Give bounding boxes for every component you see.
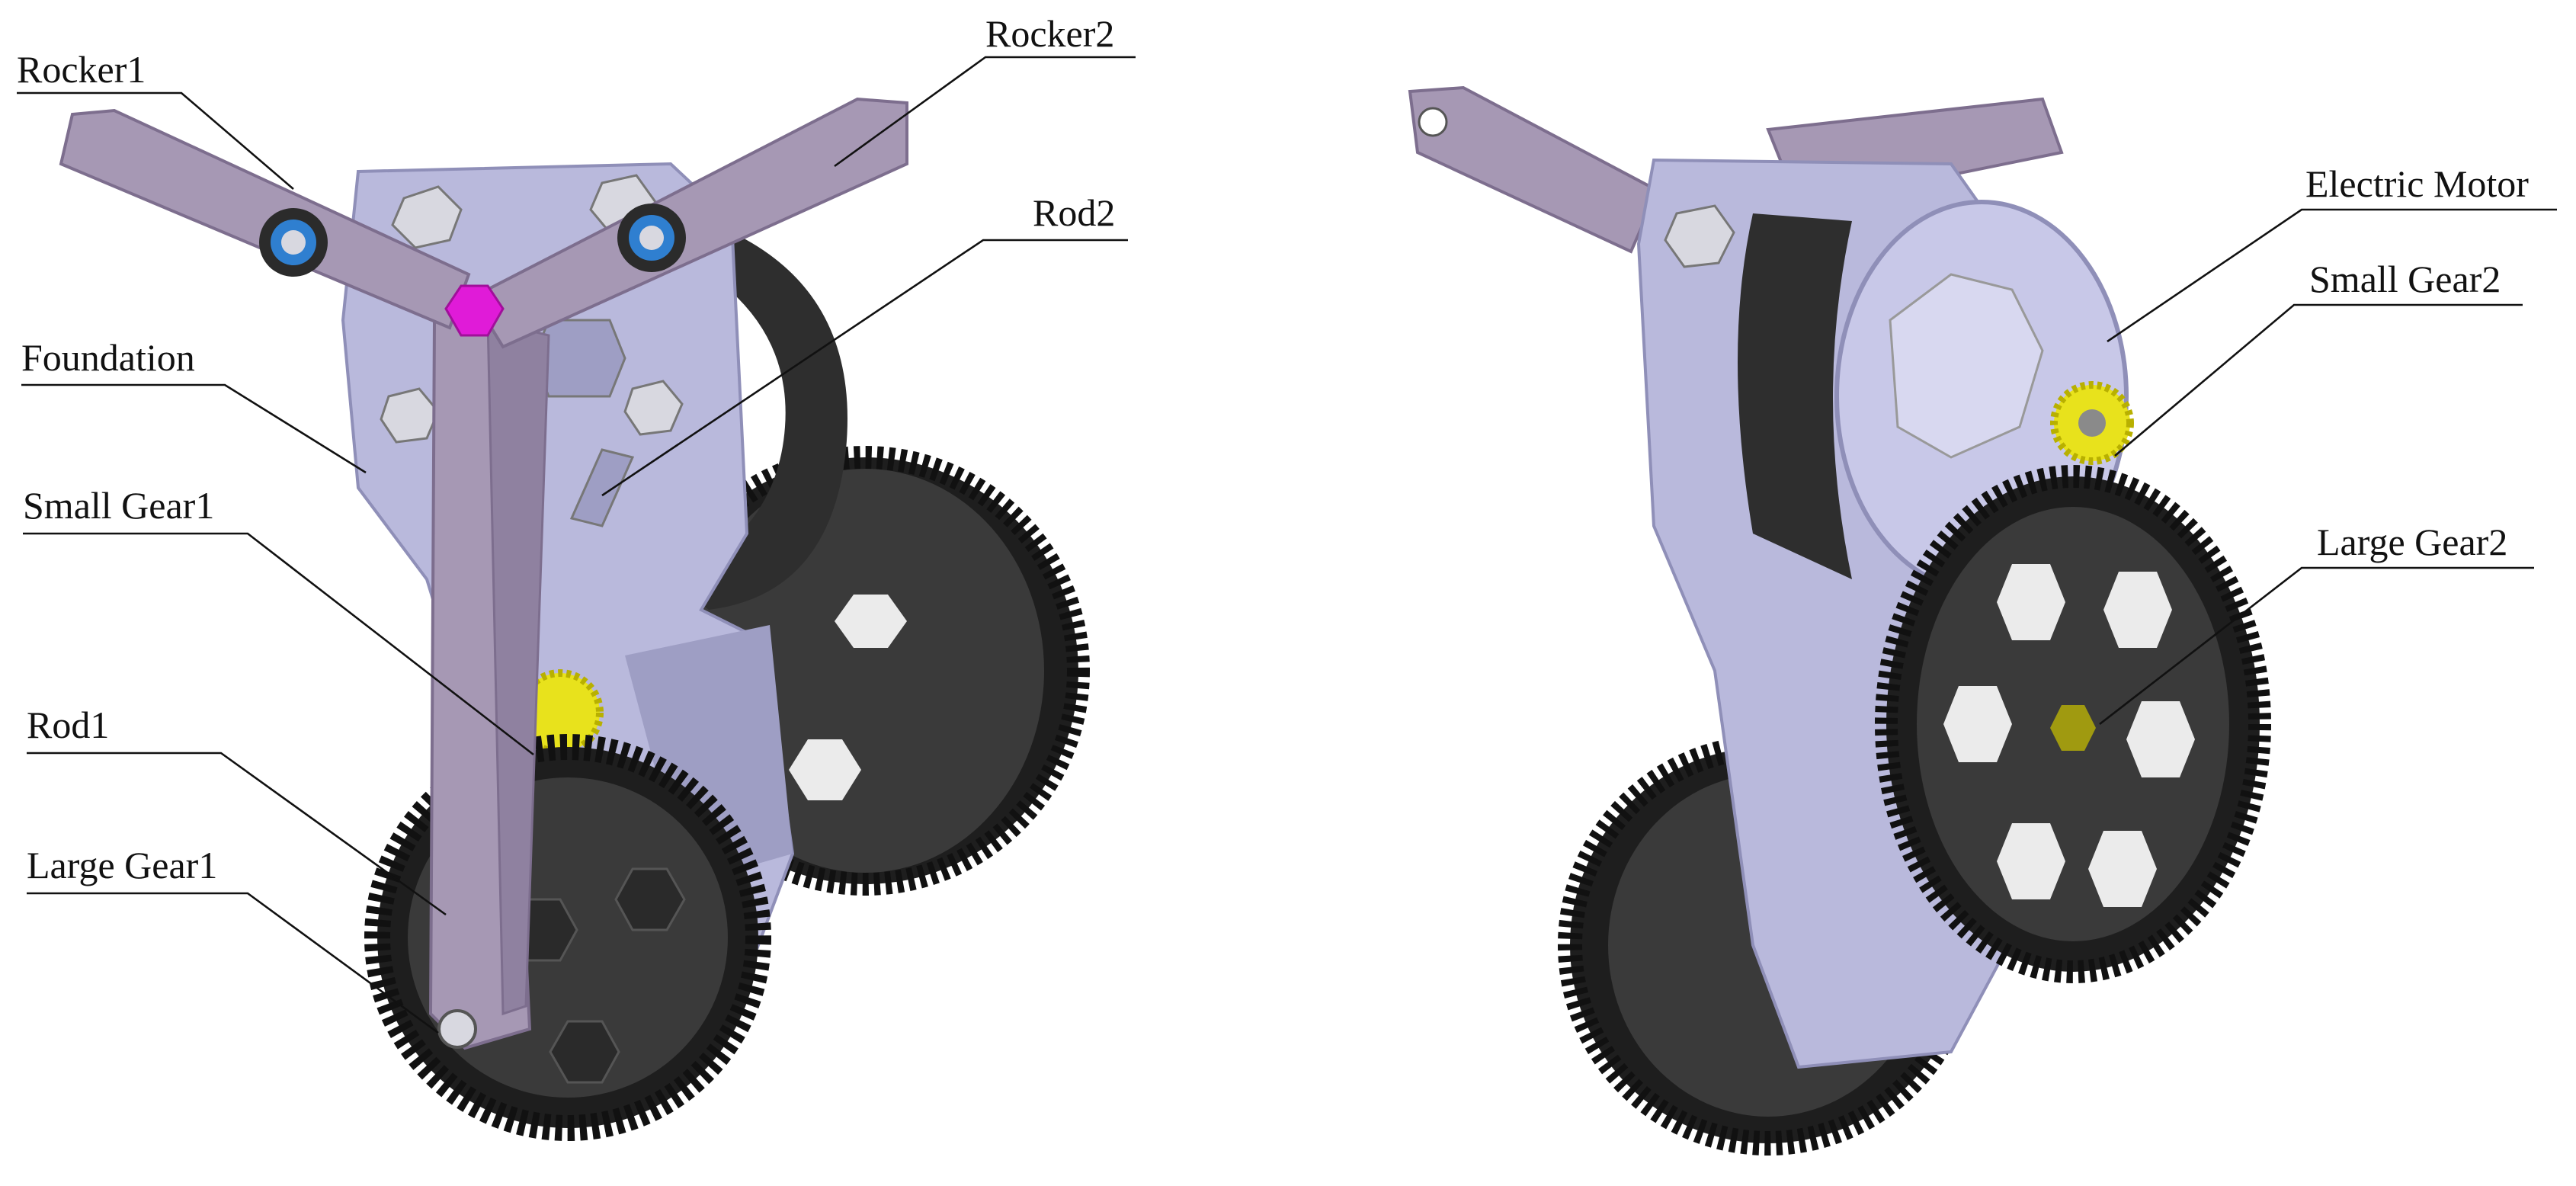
pin-joint [444,284,505,337]
left-labels: Rocker1 Rocker2 Rod2 Foundation Small Ge… [17,12,1136,1034]
leader-small-gear2 [2114,303,2523,457]
large-gear-2 [1875,465,2271,983]
label-rocker2: Rocker2 [834,12,1136,168]
leader-large-gear1 [27,892,439,1034]
label-electric-motor-text: Electric Motor [2305,162,2529,205]
label-large-gear2-text: Large Gear2 [2317,521,2507,563]
label-small-gear2-text: Small Gear2 [2309,258,2501,300]
label-foundation: Foundation [21,336,367,474]
label-small-gear2: Small Gear2 [2114,258,2523,457]
label-large-gear1-text: Large Gear1 [27,844,217,886]
leader-rod1 [27,752,447,916]
leader-small-gear1 [23,532,534,756]
rocker-1 [59,108,471,330]
left-view [59,97,1090,1141]
label-rocker1: Rocker1 [17,48,294,190]
label-rod2: Rod2 [601,191,1128,497]
label-large-gear1: Large Gear1 [27,844,439,1034]
leader-rod2 [601,239,1128,497]
label-rocker1-text: Rocker1 [17,48,146,91]
label-small-gear1-text: Small Gear1 [23,484,214,527]
leader-electric-motor [2107,208,2557,343]
label-rocker2-text: Rocker2 [985,12,1114,55]
label-rod2-text: Rod2 [1033,191,1115,234]
label-small-gear1: Small Gear1 [23,484,534,756]
label-foundation-text: Foundation [21,336,195,379]
leader-rocker2 [834,56,1136,168]
right-labels: Electric Motor Small Gear2 Large Gear2 [2099,162,2557,726]
rocker-2 [470,97,908,349]
label-rod1-text: Rod1 [27,704,109,746]
small-gear-2 [2050,381,2134,465]
label-rod1: Rod1 [27,704,447,916]
label-large-gear2: Large Gear2 [2099,521,2534,726]
leader-large-gear2 [2099,566,2534,726]
label-electric-motor: Electric Motor [2107,162,2557,343]
left-motor-drum [671,229,847,610]
right-view [1408,85,2271,1156]
leader-foundation [21,383,367,474]
leader-rocker1 [17,91,294,190]
